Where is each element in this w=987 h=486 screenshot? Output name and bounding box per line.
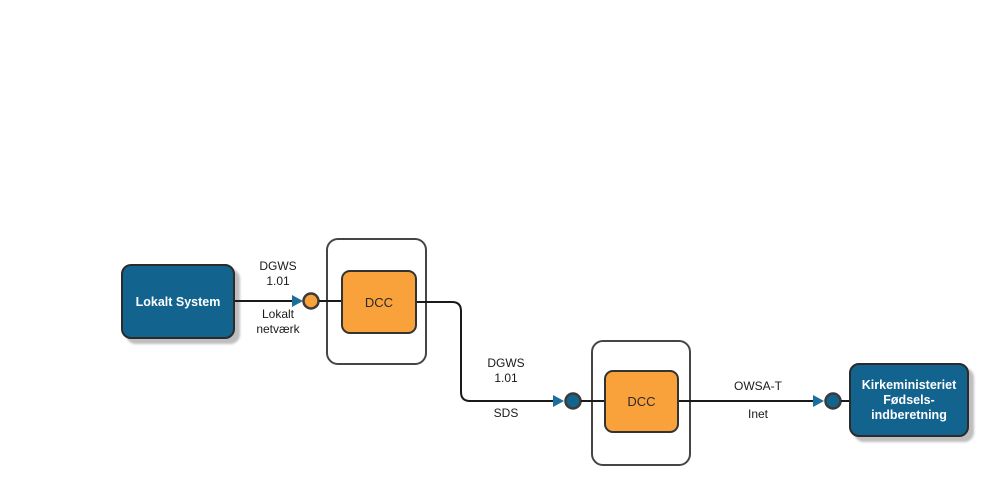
node-kirkeministeriet-label: Kirkeministeriet Fødsels- indberetning [861, 377, 957, 422]
node-dcc-left: DCC [341, 270, 417, 334]
edge2-bottom-label: SDS [493, 406, 519, 420]
edge1-endpoint-circle-orange [302, 292, 320, 310]
node-dcc-right-label: DCC [627, 394, 656, 409]
edge3-bottom-label: Inet [747, 407, 769, 421]
node-lokalt-system: Lokalt System [121, 264, 235, 339]
edge2-top-label: DGWS 1.01 [487, 356, 525, 385]
edge2-line [417, 301, 553, 402]
node-dcc-right: DCC [604, 370, 679, 433]
edge1-arrowhead-icon [292, 295, 303, 307]
edge3-arrowhead-icon [813, 395, 824, 407]
edge3-top-label: OWSA-T [734, 379, 782, 393]
edge1-bottom-label: Lokalt netværk [256, 307, 300, 336]
edge2-endpoint-circle-blue [564, 392, 582, 410]
edge1-top-label: DGWS 1.01 [259, 259, 297, 288]
node-kirkeministeriet: Kirkeministeriet Fødsels- indberetning [849, 363, 969, 437]
node-lokalt-system-label: Lokalt System [135, 294, 221, 309]
edge3-endpoint-circle-blue [824, 392, 842, 410]
edge2-arrowhead-icon [553, 395, 564, 407]
node-dcc-left-label: DCC [364, 294, 394, 310]
